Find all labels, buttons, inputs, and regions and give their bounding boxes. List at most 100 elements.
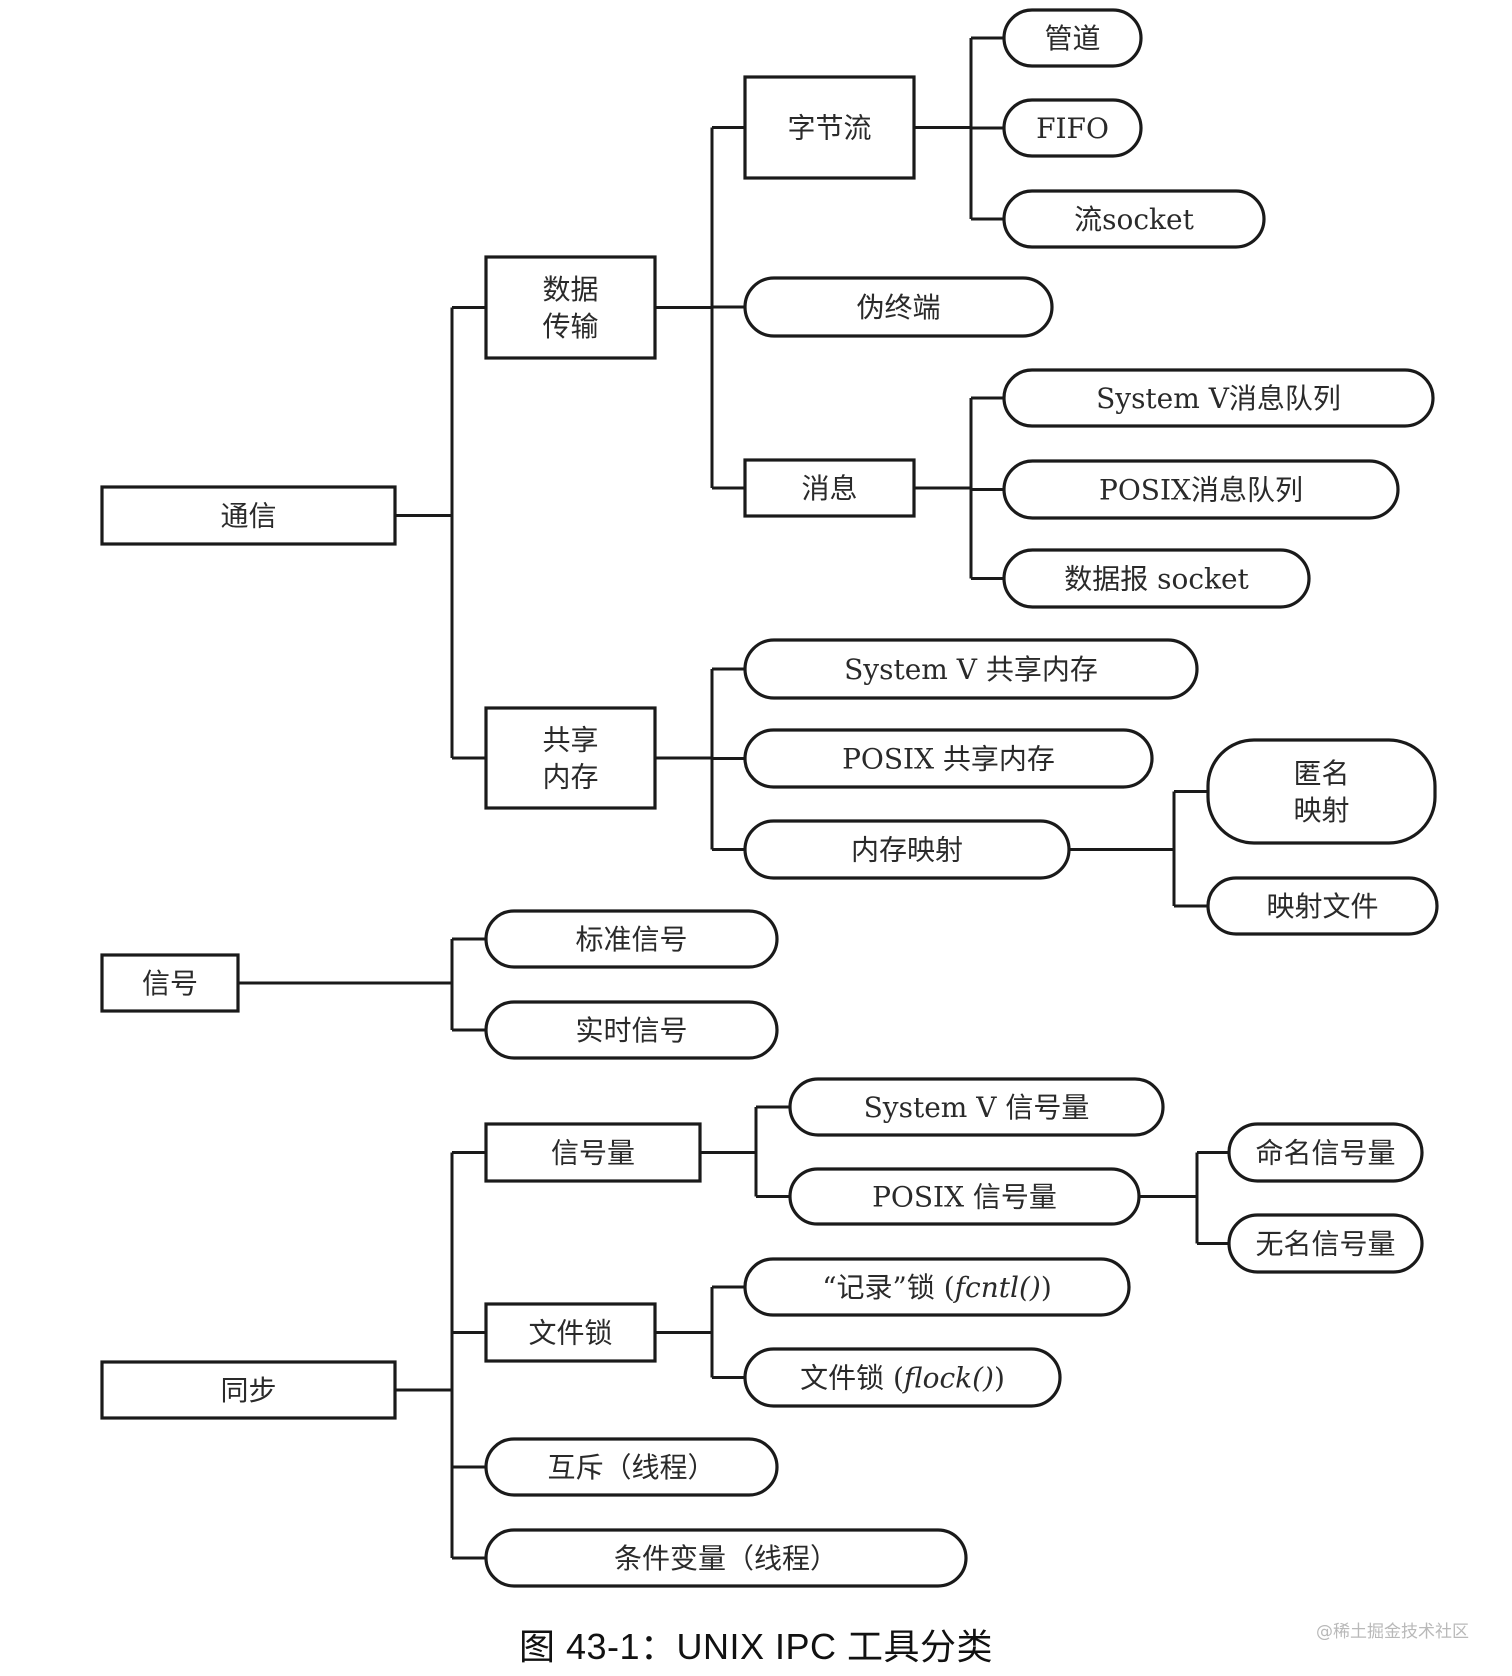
node-label: FIFO <box>1036 112 1109 145</box>
rounded-node-shape <box>743 819 1071 880</box>
node-posix-sem: POSIX 信号量 <box>788 1167 1141 1226</box>
rounded-node-shape <box>788 1077 1165 1137</box>
node-label: 信号 <box>142 967 198 1000</box>
node-file-lock: 文件锁 <box>484 1302 657 1363</box>
node-mutex: 互斥（线程） <box>484 1437 779 1497</box>
node-datagram-socket: 数据报 socket <box>1002 548 1311 609</box>
node-label: 伪终端 <box>856 291 940 324</box>
node-pipe: 管道 <box>1002 8 1143 68</box>
node-label: 无名信号量 <box>1255 1227 1395 1260</box>
rect-node-shape <box>100 953 240 1013</box>
rect-node-shape <box>484 1302 657 1363</box>
node-label: 数据 <box>542 273 598 306</box>
rounded-node-shape <box>484 1437 779 1497</box>
node-signal: 信号 <box>100 953 240 1013</box>
node-label: 消息 <box>801 472 857 505</box>
rounded-node-shape <box>743 1347 1062 1408</box>
rounded-node-shape <box>743 638 1199 700</box>
figure-caption: 图 43-1：UNIX IPC 工具分类 <box>518 1626 994 1667</box>
node-label: 内存映射 <box>851 833 963 866</box>
node-label: 文件锁 (flock()) <box>800 1361 1005 1394</box>
node-label: 条件变量（线程） <box>614 1542 838 1575</box>
rounded-node-shape <box>1002 548 1311 609</box>
node-label: 命名信号量 <box>1255 1136 1395 1169</box>
node-label: 同步 <box>220 1374 276 1407</box>
node-flock: 文件锁 (flock()) <box>743 1347 1062 1408</box>
node-label: POSIX 共享内存 <box>842 742 1055 775</box>
node-label: System V消息队列 <box>1096 382 1341 415</box>
rounded-node-shape <box>1206 738 1437 845</box>
rounded-node-shape <box>484 1528 968 1588</box>
rounded-node-shape <box>484 909 779 969</box>
rounded-node-shape <box>1227 1213 1424 1274</box>
rounded-node-shape <box>743 728 1154 789</box>
node-label: 流socket <box>1074 203 1194 236</box>
rect-node-shape <box>484 1122 702 1183</box>
rounded-node-shape <box>1002 368 1435 428</box>
rounded-node-shape <box>484 1000 779 1060</box>
node-mapped-file: 映射文件 <box>1206 876 1439 936</box>
node-condvar: 条件变量（线程） <box>484 1528 968 1588</box>
node-label: 匿名 <box>1293 757 1349 790</box>
node-standard-signal: 标准信号 <box>484 909 779 969</box>
node-label: 通信 <box>220 499 276 532</box>
node-stream-socket: 流socket <box>1002 189 1266 249</box>
rounded-node-shape <box>743 1257 1131 1317</box>
node-sync: 同步 <box>100 1360 397 1420</box>
rect-node-shape <box>484 255 657 360</box>
node-label: 共享 <box>542 723 598 756</box>
node-message: 消息 <box>743 458 916 518</box>
node-label: 字节流 <box>787 111 871 144</box>
rounded-node-shape <box>1206 876 1439 936</box>
node-label: System V 信号量 <box>864 1091 1090 1124</box>
node-pseudoterminal: 伪终端 <box>743 276 1054 338</box>
node-memory-mapping: 内存映射 <box>743 819 1071 880</box>
rounded-node-shape <box>1002 8 1143 68</box>
node-record-lock: “记录”锁 (fcntl()) <box>743 1257 1131 1317</box>
node-shared-memory: 共享内存 <box>484 706 657 810</box>
node-label: 映射文件 <box>1266 890 1378 923</box>
node-semaphore: 信号量 <box>484 1122 702 1183</box>
node-sysv-sem: System V 信号量 <box>788 1077 1165 1137</box>
node-label: 管道 <box>1044 22 1100 55</box>
node-named-sem: 命名信号量 <box>1227 1122 1424 1183</box>
node-label: 信号量 <box>551 1136 635 1169</box>
node-label: 传输 <box>542 310 598 343</box>
node-byte-stream: 字节流 <box>743 75 916 180</box>
node-label: “记录”锁 (fcntl()) <box>822 1271 1052 1304</box>
node-label: System V 共享内存 <box>844 653 1098 686</box>
node-label: 内存 <box>542 760 598 793</box>
node-fifo: FIFO <box>1002 98 1143 158</box>
rect-node-shape <box>743 458 916 518</box>
node-label: 映射 <box>1293 794 1349 827</box>
node-sysv-shm: System V 共享内存 <box>743 638 1199 700</box>
node-comm: 通信 <box>100 485 397 546</box>
node-unnamed-sem: 无名信号量 <box>1227 1213 1424 1274</box>
rounded-node-shape <box>788 1167 1141 1226</box>
node-sysv-msgq: System V消息队列 <box>1002 368 1435 428</box>
rounded-node-shape <box>1002 189 1266 249</box>
node-label: POSIX 信号量 <box>872 1180 1057 1213</box>
rect-node-shape <box>100 1360 397 1420</box>
rounded-node-shape <box>1227 1122 1424 1183</box>
node-posix-msgq: POSIX消息队列 <box>1002 459 1400 520</box>
rounded-node-shape <box>1002 98 1143 158</box>
node-label: 数据报 socket <box>1064 562 1249 595</box>
rect-node-shape <box>484 706 657 810</box>
rect-node-shape <box>100 485 397 546</box>
node-label: 标准信号 <box>575 923 687 956</box>
rounded-node-shape <box>743 276 1054 338</box>
node-realtime-signal: 实时信号 <box>484 1000 779 1060</box>
rounded-node-shape <box>1002 459 1400 520</box>
rect-node-shape <box>743 75 916 180</box>
node-label: 文件锁 <box>528 1316 612 1349</box>
node-label: 实时信号 <box>575 1014 687 1047</box>
node-label: 互斥（线程） <box>547 1451 715 1484</box>
node-posix-shm: POSIX 共享内存 <box>743 728 1154 789</box>
watermark: @稀土掘金技术社区 <box>1316 1622 1469 1642</box>
node-label: POSIX消息队列 <box>1099 473 1303 506</box>
